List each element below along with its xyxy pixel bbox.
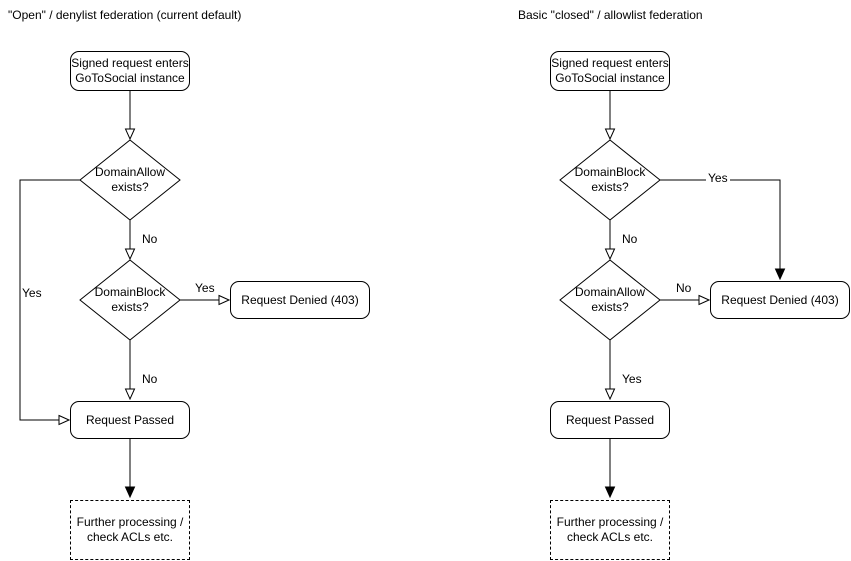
right-denied-node: Request Denied (403) [710,281,850,319]
left-edge-decision1-yes-to-passed [19,179,80,420]
left-edge-label-decision2-yes: Yes [195,281,215,295]
right-further-label-line1: Further processing / [556,515,664,529]
right-further-node: Further processing / check ACLs etc. [550,500,670,560]
right-further-label-line2: check ACLs etc. [566,530,654,544]
left-further-label-line1: Further processing / [76,515,184,529]
left-diagram-title: "Open" / denylist federation (current de… [8,8,242,22]
left-start-label-line2: GoToSocial instance [75,71,185,85]
left-edge-label-decision1-yes: Yes [22,286,42,300]
right-edge-label-decision1-yes: Yes [706,171,730,185]
left-further-node: Further processing / check ACLs etc. [70,500,190,560]
right-diagram-title: Basic "closed" / allowlist federation [518,8,703,22]
right-edge-label-decision1-no: No [622,232,638,246]
right-decision1-diamond [559,139,661,221]
right-edge-label-decision2-no: No [676,281,692,295]
right-start-label-line2: GoToSocial instance [555,71,665,85]
left-passed-node: Request Passed [70,401,190,439]
right-decision2-diamond [559,259,661,341]
left-further-label-line2: check ACLs etc. [86,530,174,544]
left-edge-label-decision1-no: No [142,232,158,246]
left-denied-node: Request Denied (403) [230,281,370,319]
right-start-node: Signed request enters GoToSocial instanc… [550,51,670,91]
right-edge-decision1-yes-to-denied [660,179,780,279]
left-decision2-diamond [79,259,181,341]
right-passed-node: Request Passed [550,401,670,439]
left-edge-label-decision2-no: No [142,372,158,386]
right-start-label-line1: Signed request enters [551,56,669,70]
left-decision1-diamond [79,139,181,221]
right-edge-label-decision2-yes: Yes [622,372,642,386]
right-passed-label: Request Passed [565,412,655,427]
right-denied-label: Request Denied (403) [721,292,839,307]
left-denied-label: Request Denied (403) [241,292,359,307]
left-passed-label: Request Passed [85,412,175,427]
left-start-label-line1: Signed request enters [71,56,189,70]
left-start-node: Signed request enters GoToSocial instanc… [70,51,190,91]
